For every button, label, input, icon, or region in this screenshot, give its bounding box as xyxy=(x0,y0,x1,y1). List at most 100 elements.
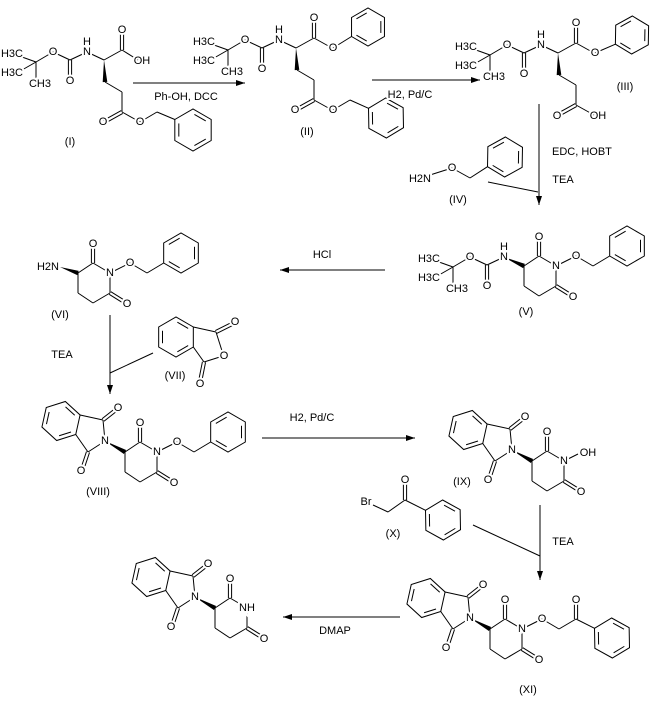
atom-label: O xyxy=(569,291,578,303)
atom-label: N xyxy=(552,260,560,272)
bond xyxy=(135,567,140,581)
wedge-bond xyxy=(504,257,525,269)
arrow-head xyxy=(107,385,113,394)
bonds-layer xyxy=(21,7,650,661)
bond xyxy=(69,51,88,61)
atom-label: O xyxy=(572,17,581,29)
atom-label: H xyxy=(275,24,283,36)
compound-label-XI: (XI) xyxy=(519,684,537,696)
bond xyxy=(83,452,90,471)
reagent-step2: H2, Pd/C xyxy=(388,89,433,101)
bond xyxy=(356,12,367,20)
bond xyxy=(129,262,148,274)
arrows-layer xyxy=(107,77,543,620)
bond xyxy=(466,584,482,597)
bond xyxy=(510,418,526,431)
bond xyxy=(387,125,399,134)
bond xyxy=(102,419,106,442)
bond xyxy=(109,262,131,274)
compound-label-III: (III) xyxy=(617,81,634,93)
compound-label-VII: (VII) xyxy=(165,370,186,382)
bond xyxy=(386,102,399,110)
atom-label: O xyxy=(329,42,338,54)
atom-label: O xyxy=(118,24,127,36)
atom-label: H3C xyxy=(1,67,23,79)
bond xyxy=(575,104,595,116)
bond xyxy=(294,98,314,110)
atom-label: O xyxy=(501,594,510,606)
compound-label-IV: (IV) xyxy=(449,194,467,206)
bond xyxy=(214,597,231,609)
bond xyxy=(520,649,538,661)
bond xyxy=(469,166,488,179)
atom-label: O xyxy=(123,298,132,310)
bond xyxy=(423,608,437,614)
bond xyxy=(177,596,196,609)
compound-label-VIII: (VIII) xyxy=(86,486,110,498)
bond xyxy=(203,355,224,363)
bond xyxy=(430,583,441,593)
atom-label: H3C xyxy=(193,55,215,67)
arrow-head xyxy=(280,267,289,273)
bond xyxy=(104,81,123,93)
atom-label: O xyxy=(66,75,75,87)
atom-label: H2N xyxy=(37,261,59,273)
atom-label: O xyxy=(126,257,135,269)
atom-label: O xyxy=(543,426,552,438)
bond xyxy=(193,441,211,453)
bond xyxy=(475,54,491,64)
benzene-ring xyxy=(487,136,523,178)
bond xyxy=(155,472,173,484)
bond xyxy=(227,39,246,51)
labels-layer: Ph-OH, DCC H2, Pd/C EDC, HOBT TEA HCl TE… xyxy=(49,79,635,698)
bond xyxy=(148,587,162,593)
wedge-bond xyxy=(470,618,492,632)
atom-label: CH3 xyxy=(221,66,243,78)
bond xyxy=(35,51,54,63)
bond xyxy=(564,479,582,491)
bond xyxy=(214,627,231,639)
bond xyxy=(193,326,217,333)
bond xyxy=(108,293,126,305)
bond xyxy=(541,618,560,630)
benzene-ring xyxy=(368,97,404,139)
atom-label: N xyxy=(560,455,568,467)
atom-label: H2N xyxy=(409,173,431,185)
atom-label: N xyxy=(466,612,474,624)
bond xyxy=(139,471,158,483)
bond xyxy=(65,406,76,416)
bond xyxy=(556,103,576,115)
atom-label: O xyxy=(170,477,179,489)
atom-label: O xyxy=(291,104,300,116)
bond xyxy=(21,56,37,63)
bond xyxy=(156,441,178,453)
bond xyxy=(216,323,235,334)
bond xyxy=(620,42,631,50)
atom-label: N xyxy=(191,591,199,603)
bond xyxy=(103,49,123,61)
bond xyxy=(168,261,180,269)
bond xyxy=(410,588,415,602)
bond xyxy=(170,607,177,626)
bond xyxy=(482,443,496,462)
atom-label: N xyxy=(153,446,161,458)
atom-label: OH xyxy=(134,55,151,67)
bond xyxy=(124,471,141,483)
bond xyxy=(467,596,471,619)
atom-label: O xyxy=(591,47,600,59)
bond xyxy=(177,345,189,353)
reagent-step3a: EDC, HOBT xyxy=(552,146,612,158)
bond xyxy=(247,626,265,638)
atom-label: OH xyxy=(590,110,607,122)
atom-label: O xyxy=(204,558,213,570)
bond xyxy=(313,99,333,111)
bond xyxy=(194,114,207,122)
bond xyxy=(575,255,594,267)
atom-label: N xyxy=(518,623,526,635)
compound-label-VI: (VI) xyxy=(51,309,69,321)
compound-label-IX: (IX) xyxy=(453,476,471,488)
atom-label: O xyxy=(226,573,235,585)
bond xyxy=(540,44,559,54)
atom-label: O xyxy=(167,621,176,633)
bond xyxy=(332,36,352,49)
